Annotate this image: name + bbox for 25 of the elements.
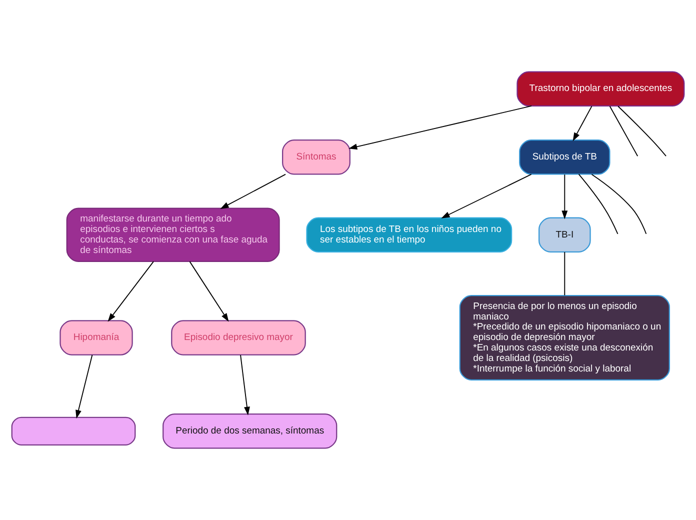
node-box: Episodio depresivo mayor [171,320,306,356]
node-box: TB-I [538,217,591,252]
connector [618,106,666,157]
node-box: Subtipos de TB [519,140,610,175]
arrow [240,354,250,416]
node-box: Trastorno bipolar en adolescentes [516,71,685,106]
arrow [348,105,532,150]
arrow [189,261,229,322]
arrow [108,261,154,322]
node-box: Periodo de dos semanas, síntomas [162,414,338,449]
arrow [76,354,93,419]
arrow [220,174,286,209]
connector [578,174,618,234]
arrow [572,106,592,142]
node-box: Presencia de por lo menos un episodio maniaco *Precedido de un episodio hipomaniaco o un episodio de depresión mayor *En algunos casos existe una desconexión de la realidad (psicosis) *Interrumpe la función social y laboral [459,294,670,380]
node-box: Síntomas [282,140,350,175]
connector [609,106,638,157]
arrow [562,174,568,220]
connector [564,252,566,296]
node-box: manifestarse durante un tiempo ado episodios e intervienen ciertos s conductas, se comienza con una fase aguda de síntomas [66,208,280,262]
node-box: Hipomanía [60,320,133,356]
node-box [11,416,136,446]
arrow [441,174,532,218]
connector [591,174,647,234]
node-box: Los subtipos de TB en los niños pueden no ser estables en el tiempo [306,217,512,252]
